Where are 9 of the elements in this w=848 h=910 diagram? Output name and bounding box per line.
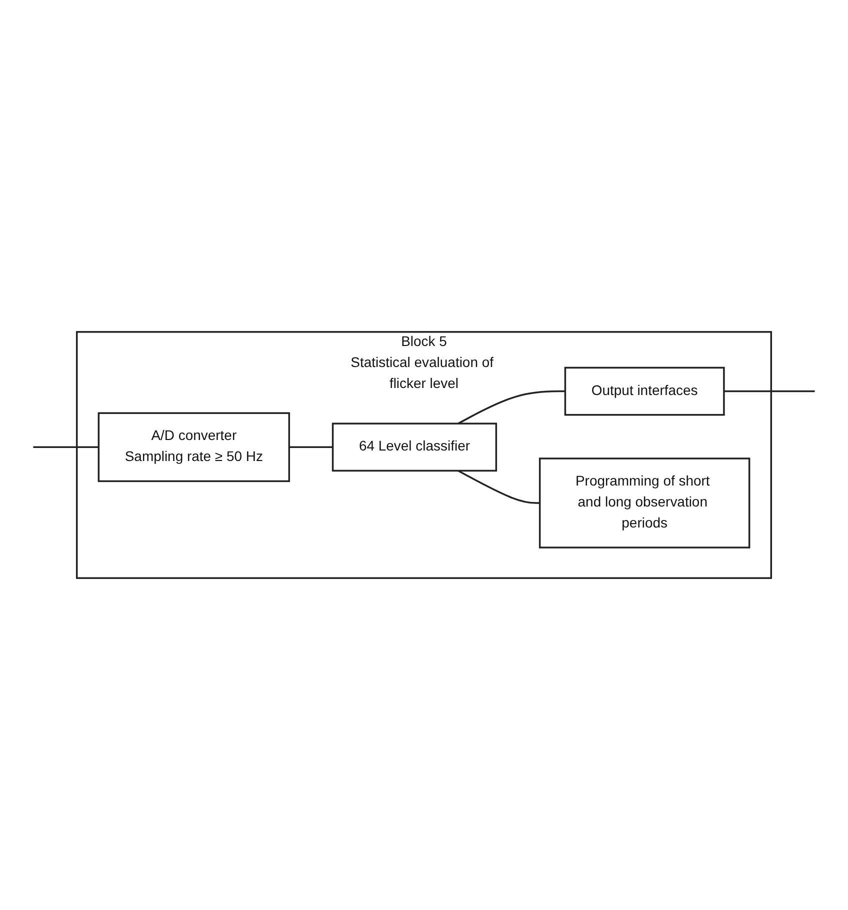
node-box: A/D converter Sampling rate ≥ 50 Hz bbox=[98, 412, 290, 482]
node-box: Output interfaces bbox=[564, 366, 725, 416]
connector bbox=[458, 390, 566, 424]
node-box: 64 Level classifier bbox=[332, 422, 498, 472]
connector bbox=[33, 446, 99, 448]
connector bbox=[724, 390, 815, 392]
connector bbox=[458, 470, 540, 504]
node-box: Programming of short and long observation periods bbox=[538, 458, 750, 548]
connector bbox=[289, 446, 333, 448]
